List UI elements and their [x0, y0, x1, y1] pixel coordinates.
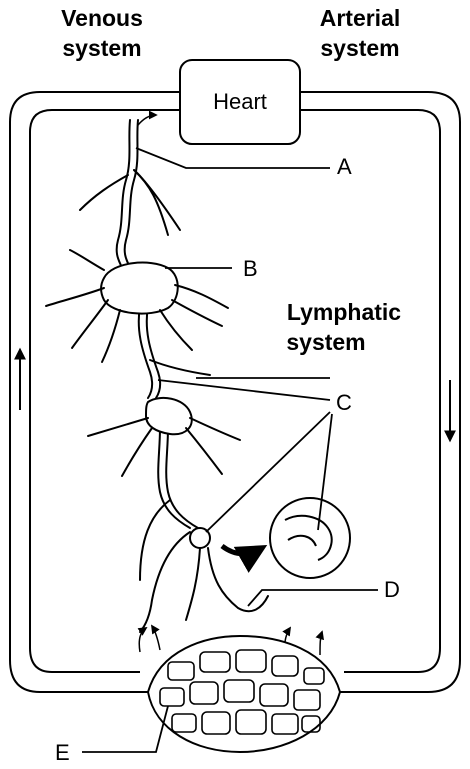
venous-system-heading-line1: Venous: [61, 5, 143, 31]
callout-b: B: [243, 256, 258, 281]
lymph-node-upper: [101, 263, 178, 314]
callout-c: C: [336, 390, 352, 415]
capillary-bed: [148, 636, 340, 752]
lymphatic-system-heading-line1: Lymphatic: [287, 299, 401, 325]
magnify-arrow: [222, 546, 262, 554]
venous-system-heading-line2: system: [62, 35, 141, 61]
lymph-node-lower: [146, 398, 192, 434]
arterial-system-heading-line2: system: [320, 35, 399, 61]
arterial-system-heading-line1: Arterial: [320, 5, 401, 31]
valve-detail-inset: [270, 498, 350, 578]
heart-label: Heart: [213, 89, 267, 114]
callout-d: D: [384, 577, 400, 602]
lymphatic-system-heading-line2: system: [286, 329, 365, 355]
circulation-loop: [10, 92, 460, 692]
callout-a: A: [337, 154, 352, 179]
lymph-nodes: [101, 263, 192, 435]
callout-e: E: [55, 740, 70, 765]
